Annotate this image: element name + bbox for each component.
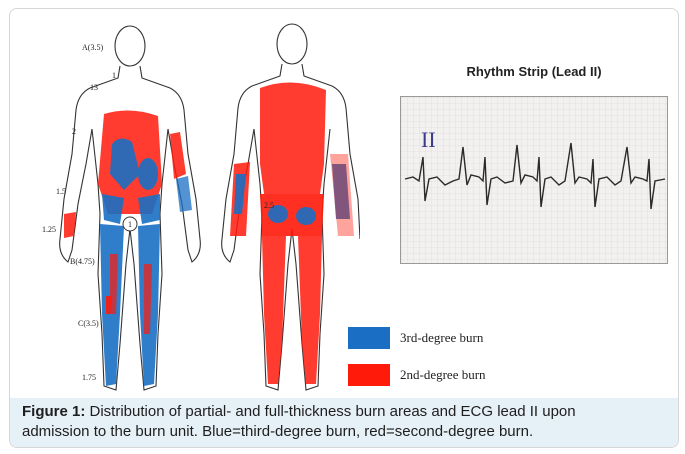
- second-degree-swatch: [348, 364, 390, 386]
- annot-hand: 1.25: [42, 225, 56, 234]
- front-right-arm-2nd: [170, 132, 186, 179]
- annot-forearm: 1.5: [56, 187, 66, 196]
- annot-arm: 2: [72, 127, 76, 136]
- legend-second-degree: 2nd-degree burn: [348, 364, 486, 386]
- front-hip-3rd-right: [138, 194, 160, 224]
- annot-leg: C(3.5): [78, 319, 99, 328]
- annot-head: A(3.5): [82, 43, 103, 52]
- back-right-arm-2nd: [330, 154, 354, 236]
- annot-foot: 1.75: [82, 373, 96, 382]
- ecg-rhythm-strip: II: [400, 96, 668, 264]
- ecg-title: Rhythm Strip (Lead II): [400, 64, 668, 79]
- front-abdomen-3rd: [138, 158, 158, 190]
- front-hip-3rd: [102, 194, 124, 224]
- annot-neck: 1: [112, 71, 116, 80]
- second-degree-label: 2nd-degree burn: [400, 367, 486, 383]
- annot-thigh: B(4.75): [70, 257, 95, 266]
- annot-genital: 1: [128, 220, 132, 229]
- figure-caption: Figure 1: Distribution of partial- and f…: [22, 402, 667, 442]
- annot-chest: 13: [90, 83, 98, 92]
- annot-buttock: 2.5: [264, 201, 274, 210]
- caption-label: Figure 1:: [22, 403, 85, 420]
- third-degree-label: 3rd-degree burn: [400, 330, 483, 346]
- legend-third-degree: 3rd-degree burn: [348, 327, 483, 349]
- back-burn-areas: [230, 82, 354, 384]
- burn-body-map: A(3.5) 1 13 2 1.5 1.25 1 B(4.75) C(3.5) …: [20, 14, 360, 399]
- caption-text-line1: Distribution of partial- and full-thickn…: [90, 403, 576, 420]
- ecg-trace-svg: II: [401, 97, 668, 264]
- caption-text-line2: admission to the burn unit. Blue=third-d…: [22, 423, 533, 440]
- back-upper-2nd: [260, 82, 326, 194]
- third-degree-swatch: [348, 327, 390, 349]
- ecg-lead-label: II: [421, 127, 436, 152]
- back-buttock-3rd-right: [296, 207, 316, 225]
- front-right-forearm-3rd: [176, 176, 192, 212]
